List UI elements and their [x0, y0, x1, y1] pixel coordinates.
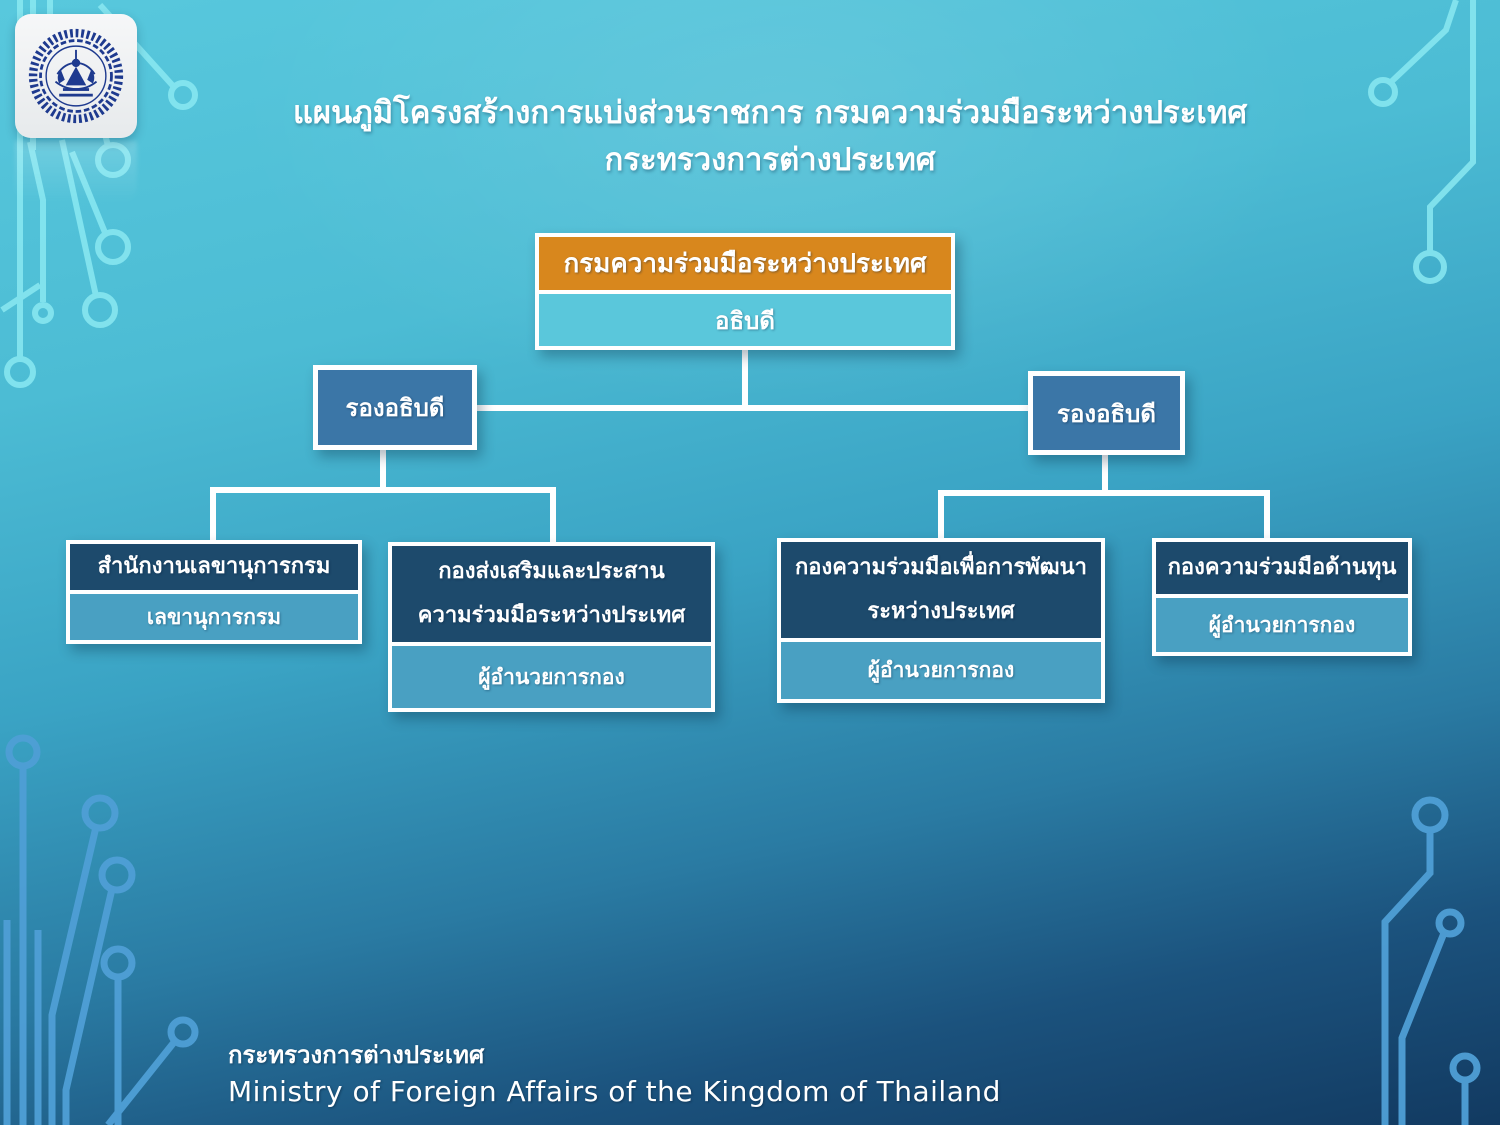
- dept-name: กองส่งเสริมและประสาน ความร่วมมือระหว่างป…: [392, 546, 711, 646]
- footer-ministry-thai: กระทรวงการต่างประเทศ: [228, 1041, 485, 1069]
- dept-name-line: สำนักงานเลขานุการกรม: [97, 554, 331, 579]
- footer-ministry-english: Ministry of Foreign Affairs of the Kingd…: [228, 1075, 1001, 1108]
- footer: กระทรวงการต่างประเทศ Ministry of Foreign…: [228, 1038, 1001, 1112]
- connector-line: [742, 349, 748, 409]
- ministry-seal-logo: [15, 14, 137, 138]
- connector-line: [210, 487, 556, 493]
- ministry-seal-icon: [28, 28, 124, 124]
- org-node-deputy-right: รองอธิบดี: [1028, 371, 1185, 455]
- dept-head: เลขานุการกรม: [70, 594, 358, 640]
- title-line-2: กระทรวงการต่างประเทศ: [604, 142, 936, 178]
- org-node-dept-secretariat: สำนักงานเลขานุการกรม เลขานุการกรม: [66, 540, 362, 644]
- org-node-department-root: กรมความร่วมมือระหว่างประเทศ อธิบดี: [535, 233, 955, 350]
- dept-name-line: ระหว่างประเทศ: [867, 599, 1015, 624]
- page-title: แผนภูมิโครงสร้างการแบ่งส่วนราชการ กรมควา…: [250, 92, 1290, 186]
- dept-name-line: ความร่วมมือระหว่างประเทศ: [417, 603, 686, 628]
- dept-name: สำนักงานเลขานุการกรม: [70, 544, 358, 594]
- connector-line: [550, 487, 556, 544]
- dept-name-line: กองส่งเสริมและประสาน: [438, 559, 665, 584]
- dept-head: ผู้อำนวยการกอง: [392, 646, 711, 708]
- dept-head: ผู้อำนวยการกอง: [781, 642, 1101, 699]
- connector-line: [210, 487, 216, 540]
- logo-reflection: [15, 141, 137, 203]
- connector-line: [477, 405, 1028, 411]
- connector-line: [938, 490, 1270, 496]
- org-node-dept-scholarship-cooperation: กองความร่วมมือด้านทุน ผู้อำนวยการกอง: [1152, 538, 1412, 656]
- dept-name-line: กองความร่วมมือเพื่อการพัฒนา: [794, 555, 1088, 580]
- org-node-root-head: อธิบดี: [539, 294, 951, 346]
- org-node-dept-development-cooperation: กองความร่วมมือเพื่อการพัฒนา ระหว่างประเท…: [777, 538, 1105, 703]
- org-node-deputy-left: รองอธิบดี: [313, 365, 477, 450]
- dept-name: กองความร่วมมือด้านทุน: [1156, 542, 1408, 598]
- dept-name: กองความร่วมมือเพื่อการพัฒนา ระหว่างประเท…: [781, 542, 1101, 642]
- org-node-root-name: กรมความร่วมมือระหว่างประเทศ: [539, 237, 951, 294]
- title-line-1: แผนภูมิโครงสร้างการแบ่งส่วนราชการ กรมควา…: [292, 95, 1248, 131]
- connector-line: [938, 490, 944, 540]
- connector-line: [1264, 490, 1270, 540]
- dept-head: ผู้อำนวยการกอง: [1156, 598, 1408, 652]
- connector-line: [1102, 455, 1108, 496]
- connector-line: [380, 450, 386, 492]
- dept-name-line: กองความร่วมมือด้านทุน: [1167, 555, 1397, 580]
- org-node-dept-promotion-coordination: กองส่งเสริมและประสาน ความร่วมมือระหว่างป…: [388, 542, 715, 712]
